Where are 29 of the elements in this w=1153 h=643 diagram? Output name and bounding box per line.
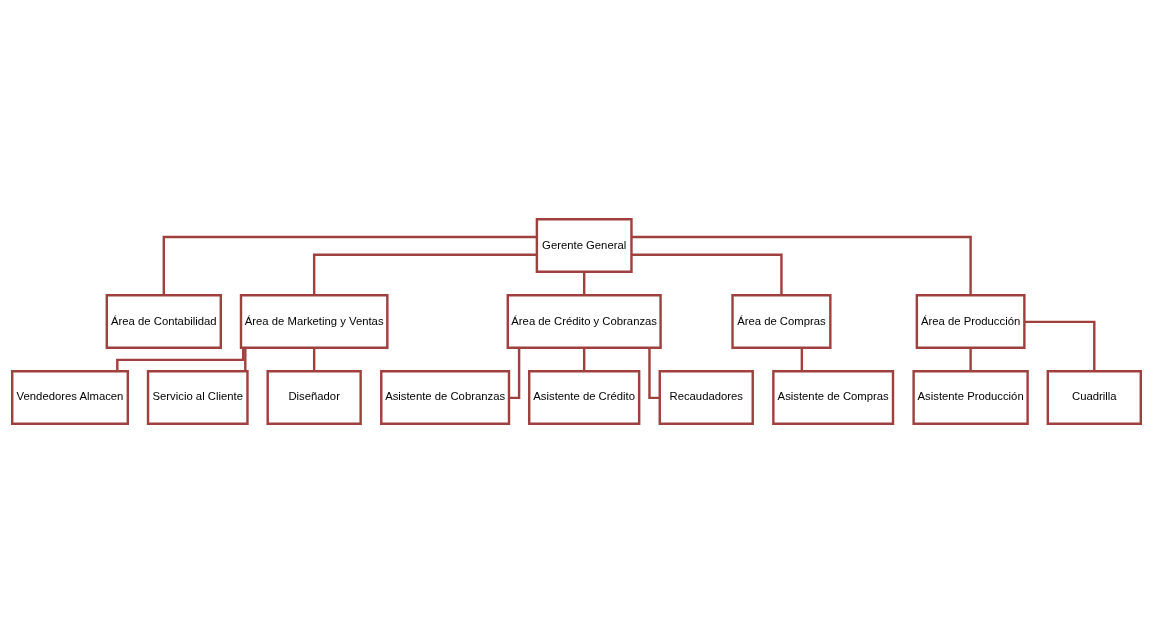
connector — [648, 347, 660, 400]
node-box: Área de Marketing y Ventas — [239, 294, 389, 349]
node-box: Asistente de Cobranzas — [380, 370, 511, 425]
node-box: Área de Contabilidad — [105, 294, 222, 349]
node-box: Asistente Producción — [912, 370, 1029, 425]
connector — [162, 235, 537, 295]
connector — [582, 347, 586, 372]
connector — [582, 271, 586, 296]
node-box: Servicio al Cliente — [146, 370, 249, 425]
connector — [631, 235, 972, 295]
node-box: Área de Producción — [915, 294, 1026, 349]
node-box: Cuadrilla — [1046, 370, 1142, 425]
node-box: Área de Crédito y Cobranzas — [506, 294, 662, 349]
connector — [800, 347, 804, 372]
connector — [1024, 320, 1096, 372]
node-box: Recaudadores — [658, 370, 754, 425]
node-box: Vendedores Almacen — [11, 370, 130, 425]
connector — [312, 253, 537, 296]
connector — [244, 347, 247, 372]
node-box: Diseñador — [266, 370, 362, 425]
node-box: Área de Compras — [731, 294, 832, 349]
node-box: Asistente de Crédito — [528, 370, 641, 425]
connector — [509, 347, 521, 400]
connector — [312, 347, 316, 372]
connector — [116, 347, 245, 372]
node-box: Gerente General — [535, 218, 633, 273]
node-box: Asistente de Compras — [772, 370, 895, 425]
connector — [969, 347, 972, 372]
connector — [631, 253, 783, 296]
